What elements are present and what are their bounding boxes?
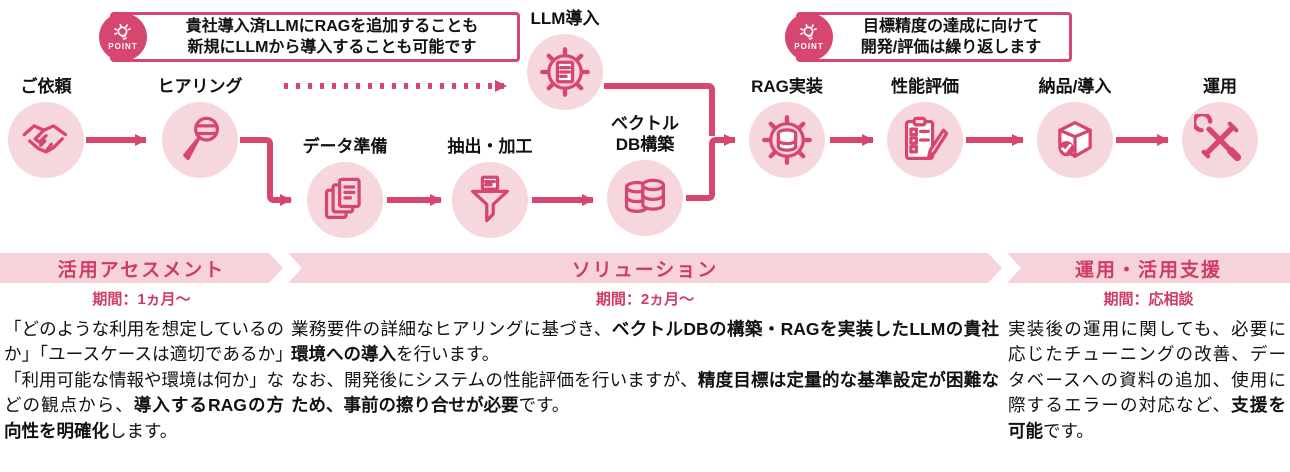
step-data-prep: データ準備	[295, 136, 395, 238]
phase-band-solution: ソリューション	[288, 253, 1002, 283]
phase-support-period: 期間：応相談	[1103, 291, 1194, 308]
point-badge-label: POINT	[108, 42, 138, 51]
point-second-line1: 目標精度の達成に向けて	[862, 18, 1039, 35]
point-first-line2: 新規にLLMから導入することも可能です	[187, 39, 477, 56]
gear-database-icon	[749, 102, 825, 178]
step-extraction: 抽出・加工	[440, 136, 540, 238]
step-llm: LLM導入	[515, 8, 615, 110]
step-rag: RAG実装	[737, 76, 837, 178]
step-extraction-label: 抽出・加工	[447, 137, 533, 156]
phase-solution-period: 期間：2ヵ月～	[595, 291, 695, 308]
step-hearing: ヒアリング	[150, 76, 250, 178]
step-vector-db-label: ベクトル DB構築	[611, 114, 679, 154]
documents-icon	[307, 162, 383, 238]
step-request: ご依頼	[0, 76, 96, 178]
phase-band-support: 運用・活用支援	[1007, 253, 1290, 283]
lightbulb-icon	[800, 23, 817, 40]
point-first-line1: 貴社導入済LLMにRAGを追加することも	[185, 18, 479, 35]
step-evaluation-label: 性能評価	[891, 77, 959, 96]
step-delivery-label: 納品/導入	[1038, 77, 1112, 96]
step-request-label: ご依頼	[20, 77, 72, 96]
point-second-line2: 開発/評価は繰り返します	[860, 39, 1042, 56]
step-evaluation: 性能評価	[875, 76, 975, 178]
step-hearing-label: ヒアリング	[157, 77, 243, 96]
crossed-tools-icon	[1182, 102, 1258, 178]
point-callout-second: POINT 目標精度の達成に向けて 開発/評価は繰り返します	[785, 12, 1072, 62]
phase-band-assessment: 活用アセスメント	[0, 253, 283, 283]
funnel-icon	[452, 162, 528, 238]
checklist-icon	[887, 102, 963, 178]
package-box-icon	[1037, 102, 1113, 178]
point-badge: POINT	[99, 13, 147, 61]
microphone-icon	[162, 102, 238, 178]
step-llm-label: LLM導入	[530, 9, 600, 28]
step-operation-label: 運用	[1203, 77, 1237, 96]
handshake-icon	[8, 102, 84, 178]
phase-support-title: 運用・活用支援	[1074, 259, 1222, 281]
description-solution: 業務要件の詳細なヒアリングに基づき、ベクトルDBの構築・RAGを実装したLLMの…	[291, 319, 999, 416]
flow-connectors	[86, 80, 1169, 206]
phase-solution-title: ソリューション	[571, 259, 719, 281]
description-assessment: 「どのような利用を想定しているのか」「ユースケースは適切であるか」「利用可能な情…	[4, 319, 284, 441]
database-icon	[607, 160, 683, 236]
step-delivery: 納品/導入	[1025, 76, 1125, 178]
step-operation: 運用	[1170, 76, 1270, 178]
point-badge: POINT	[785, 13, 833, 61]
gear-document-icon	[527, 34, 603, 110]
phase-assessment-period: 期間：1ヵ月～	[92, 291, 191, 308]
step-data-prep-label: データ準備	[302, 137, 388, 156]
phase-assessment-title: 活用アセスメント	[57, 259, 226, 281]
lightbulb-icon	[114, 23, 131, 40]
description-support: 実装後の運用に関しても、必要に応じたチューニングの改善、データベースへの資料の追…	[1008, 319, 1287, 441]
point-badge-label: POINT	[794, 42, 824, 51]
point-callout-first: POINT 貴社導入済LLMにRAGを追加することも 新規にLLMから導入するこ…	[99, 12, 520, 62]
step-rag-label: RAG実装	[751, 77, 823, 96]
step-vector-db: ベクトル DB構築	[595, 113, 695, 236]
